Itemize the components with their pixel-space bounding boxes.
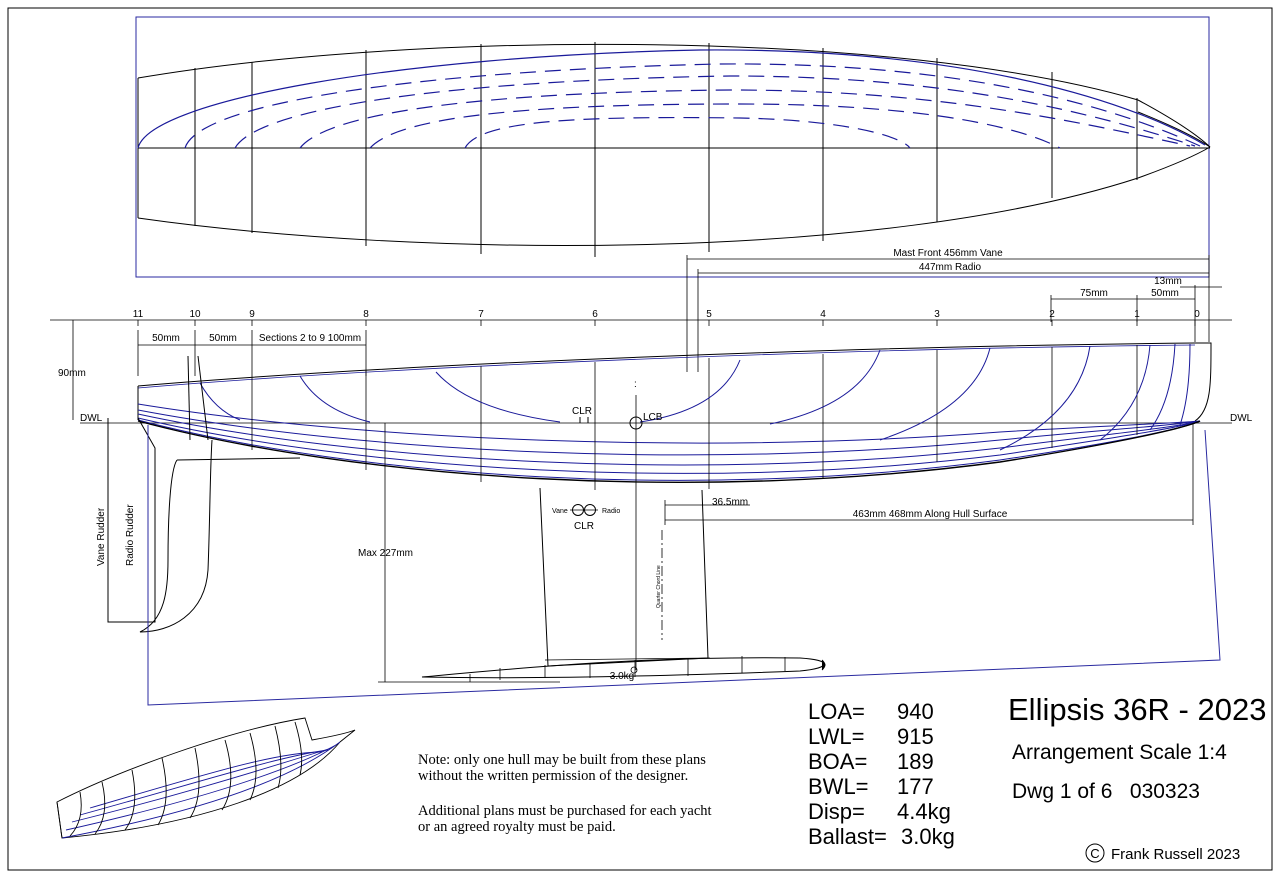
plan-deck-line-inner — [1137, 111, 1211, 148]
radio-rudder-label: Radio Rudder — [125, 504, 136, 566]
vane-rudder — [107, 417, 156, 623]
plan-station-lines — [194, 42, 1138, 257]
plan-waterline-outline — [137, 146, 1211, 246]
sections-spacing-dimension: Sections 2 to 9 100mm — [259, 333, 361, 344]
plan-deck-lines — [137, 49, 1206, 149]
note-line-2: without the written permission of the de… — [418, 768, 688, 784]
profile-view: DWL DWL — [80, 342, 1253, 706]
copyright-symbol: C — [1090, 846, 1099, 861]
mast-radio-dimension: 447mm Radio — [919, 262, 982, 273]
lcb-label: LCB — [643, 412, 663, 423]
spec-ballast-value: 3.0kg — [901, 824, 955, 849]
spec-lwl-label: LWL= — [808, 724, 864, 749]
fin-keel — [539, 487, 709, 667]
copyright-note: Note: only one hull may be built from th… — [418, 752, 712, 835]
dimension-50mm-bow: 50mm — [1151, 288, 1179, 299]
radio-clr-label: Radio — [602, 508, 620, 515]
profile-station-lines — [251, 345, 1138, 490]
spec-loa-value: 940 — [897, 699, 934, 724]
station-label-11: 11 — [133, 309, 144, 320]
drawing-title: Ellipsis 36R - 2023 — [1008, 692, 1266, 727]
station-label-8: 8 — [363, 309, 369, 320]
note-line-3: Additional plans must be purchased for e… — [418, 803, 712, 819]
copyright-icon — [1085, 843, 1105, 863]
mast-vane-dimension: Mast Front 456mm Vane — [893, 248, 1003, 259]
quarter-chord-label: Quarter Chord Line — [656, 565, 662, 608]
sheer-line — [137, 342, 1196, 387]
plan-deck-line — [137, 43, 1211, 148]
note-line-4: or an agreed royalty must be paid. — [418, 819, 616, 835]
clr-top-label: CLR — [572, 406, 592, 417]
top-dimensions — [686, 255, 1222, 372]
isometric-hull-view — [56, 717, 356, 839]
dimension-50mm-a: 50mm — [152, 333, 180, 344]
stem — [1194, 342, 1212, 422]
reference-frame — [147, 425, 1221, 706]
svg-text::: : — [634, 379, 637, 390]
drawing-subtitle: Arrangement Scale 1:4 — [1012, 741, 1227, 764]
vane-clr-label: Vane — [552, 508, 568, 515]
station-spacing-dims — [137, 330, 367, 376]
spec-loa-label: LOA= — [808, 699, 865, 724]
spec-boa-value: 189 — [897, 749, 934, 774]
copyright-text: Frank Russell 2023 — [1111, 846, 1240, 863]
dimension-13mm: 13mm — [1154, 276, 1182, 287]
title-block: Ellipsis 36R - 2023 Arrangement Scale 1:… — [1008, 692, 1266, 863]
dimension-75mm: 75mm — [1080, 288, 1108, 299]
bulb-weight-label: 3.0kg — [610, 671, 634, 682]
keel-line — [137, 420, 1201, 483]
station-label-1: 1 — [1134, 309, 1140, 320]
spec-disp-value: 4.4kg — [897, 799, 951, 824]
dimension-36-5mm: 36.5mm — [712, 497, 748, 508]
station-ticks — [137, 320, 1196, 326]
clr-bottom-label: CLR — [574, 521, 594, 532]
station-label-5: 5 — [706, 309, 712, 320]
spec-lwl-value: 915 — [897, 724, 934, 749]
station-label-3: 3 — [934, 309, 940, 320]
dimension-50mm-b: 50mm — [209, 333, 237, 344]
radio-rudder — [139, 439, 301, 633]
spec-bwl-value: 177 — [897, 774, 934, 799]
plan-view — [135, 16, 1211, 278]
dwl-label-right: DWL — [1230, 413, 1253, 424]
max-depth-dimension: Max 227mm — [358, 548, 413, 559]
station-label-9: 9 — [249, 309, 255, 320]
specifications: LOA= 940 LWL= 915 BOA= 189 BWL= 177 Disp… — [808, 699, 955, 849]
station-label-2: 2 — [1049, 309, 1055, 320]
along-hull-dimension: 463mm 468mm Along Hull Surface — [853, 509, 1008, 520]
lcb-marker — [629, 416, 643, 430]
dimension-90mm: 90mm — [58, 368, 86, 379]
station-label-10: 10 — [189, 309, 201, 320]
drawing-number: Dwg 1 of 6 030323 — [1012, 780, 1200, 803]
spec-disp-label: Disp= — [808, 799, 865, 824]
station-label-0: 0 — [1194, 309, 1200, 320]
spec-boa-label: BOA= — [808, 749, 867, 774]
plan-view-frame — [135, 16, 1210, 278]
sheer-line-blue — [137, 344, 1196, 389]
dwl-label-left: DWL — [80, 413, 103, 424]
sheet-border — [7, 7, 1273, 871]
station-label-4: 4 — [820, 309, 826, 320]
vane-rudder-label: Vane Rudder — [96, 507, 107, 566]
spec-ballast-label: Ballast= — [808, 824, 887, 849]
station-label-6: 6 — [592, 309, 598, 320]
note-line-1: Note: only one hull may be built from th… — [418, 752, 706, 768]
station-label-7: 7 — [478, 309, 484, 320]
body-section-curves — [199, 343, 1191, 451]
spec-bwl-label: BWL= — [808, 774, 869, 799]
